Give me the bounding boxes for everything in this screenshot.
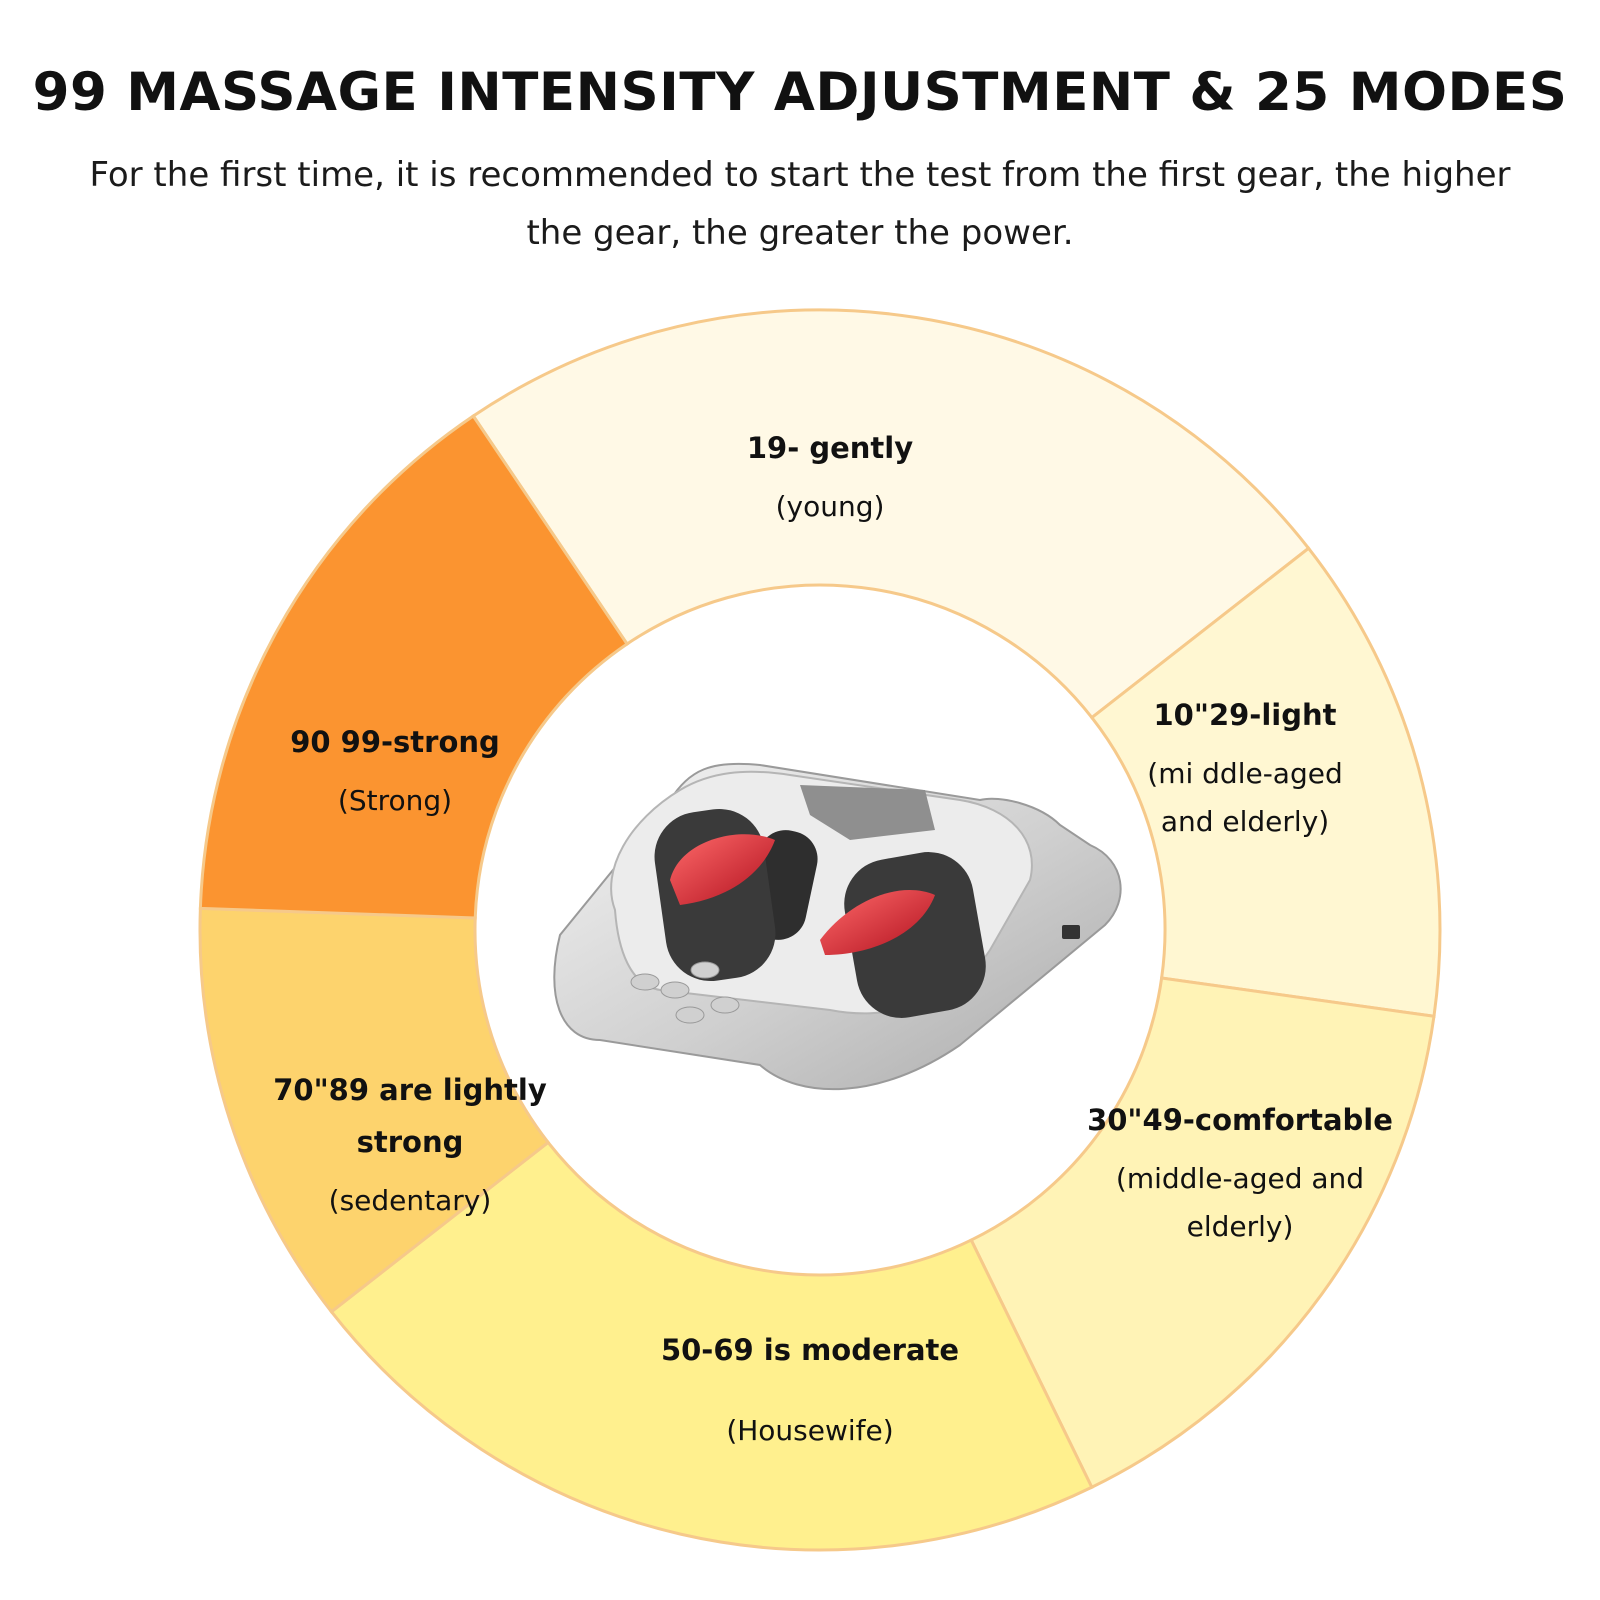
ring-segment-3 [969,976,1436,1490]
segment-1-description: (young) [776,490,885,523]
segment-2-title: 10"29-light [1153,698,1336,732]
headline: 99 MASSAGE INTENSITY ADJUSTMENT & 25 MOD… [32,62,1568,123]
ring-segments [198,308,1442,1552]
segment-3-description: (middle-aged and [1116,1162,1364,1195]
ring-segment-2 [1089,546,1442,1018]
ring-segment-1 [471,308,1311,720]
subtitle: For the first time, it is recommended to… [89,155,1511,253]
right-foot-pad [820,852,986,1018]
segment-5-description: (sedentary) [329,1184,492,1217]
left-foot-pad [654,808,776,982]
segment-4-description: (Housewife) [726,1414,893,1447]
segment-6-title: 90 99-strong [290,725,500,759]
segment-labels: 19- gently (young) 10"29-light (mi ddle-age… [273,431,1393,1447]
ring-segment-6 [198,413,630,920]
control-buttons [630,961,740,1024]
segment-2-description: and elderly) [1161,805,1329,838]
segment-5-title: 70"89 are lightly [273,1073,547,1107]
side-port [1062,925,1080,939]
ring-segment-5 [198,906,551,1314]
segment-3-description: elderly) [1187,1210,1294,1243]
foot-massager-device [553,762,1122,1091]
segment-5-title: strong [357,1125,464,1159]
segment-2-description: (mi ddle-aged [1147,757,1342,790]
heel-plate [800,785,935,840]
segment-1-title: 19- gently [747,431,913,465]
segment-6-description: (Strong) [338,784,452,817]
segment-3-title: 30"49-comfortable [1087,1103,1393,1137]
segment-4-title: 50-69 is moderate [661,1333,959,1367]
ring-segment-4 [329,1140,1094,1552]
